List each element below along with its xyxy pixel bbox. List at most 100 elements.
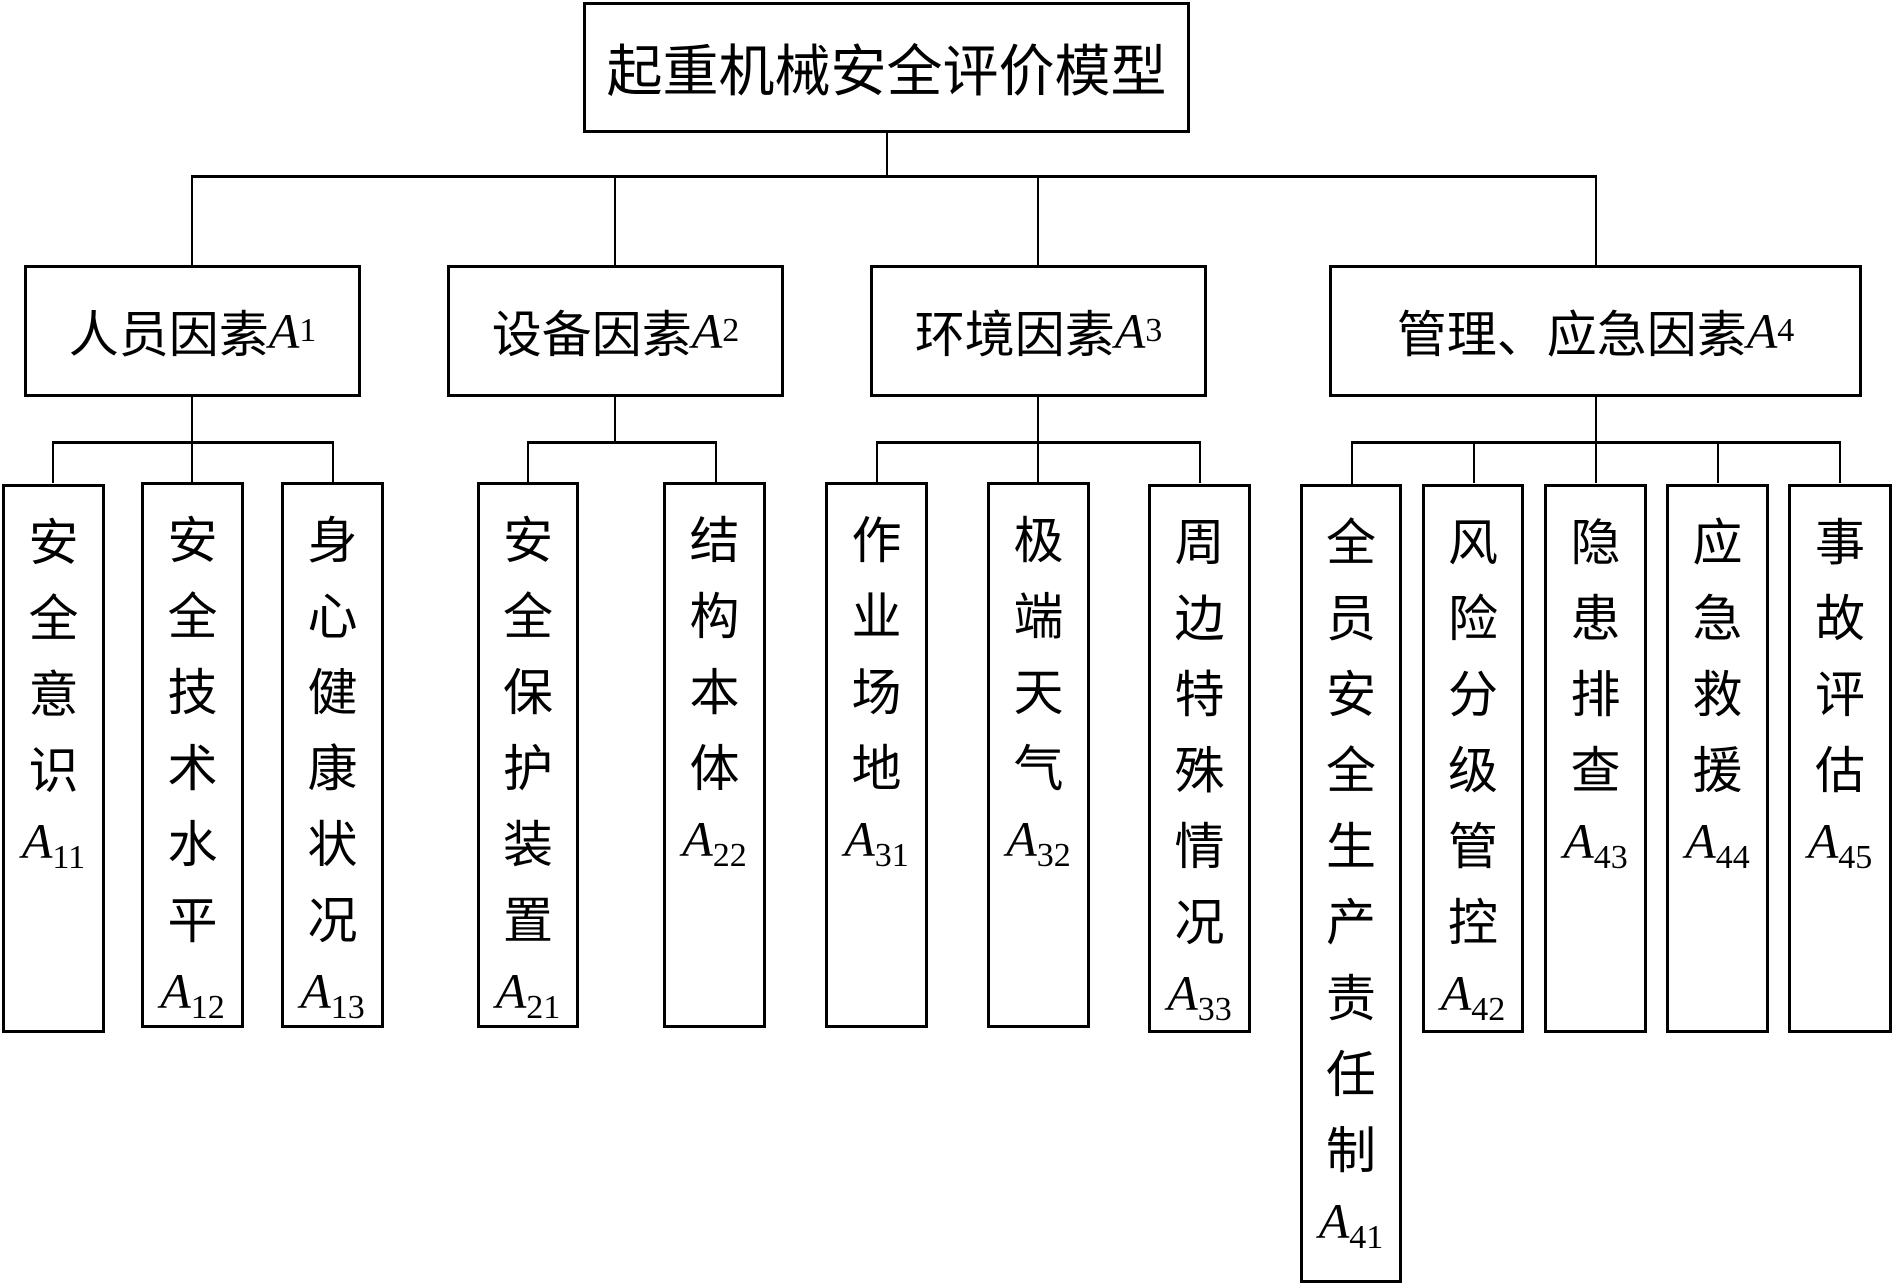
indicator-code-subscript: 22 bbox=[712, 837, 747, 874]
connector-to-a33 bbox=[1199, 441, 1201, 483]
indicator-label-char: 特 bbox=[1174, 666, 1225, 724]
indicator-code-subscript: 31 bbox=[874, 837, 909, 874]
indicator-code-subscript: 42 bbox=[1471, 991, 1506, 1028]
indicator-label-char: 护 bbox=[503, 740, 553, 798]
indicator-label-char: 全 bbox=[28, 590, 79, 648]
indicator-code-subscript: 12 bbox=[190, 989, 225, 1026]
indicator-code: A33 bbox=[1167, 963, 1232, 1040]
indicator-label-char: 患 bbox=[1570, 590, 1621, 648]
indicator-label-char: 级 bbox=[1448, 742, 1498, 800]
indicator-label-char: 故 bbox=[1815, 590, 1865, 648]
indicator-label-char: 控 bbox=[1448, 894, 1498, 952]
indicator-label-char: 分 bbox=[1448, 666, 1498, 724]
indicator-label-char: 本 bbox=[689, 664, 740, 722]
indicator-code-subscript: 44 bbox=[1715, 839, 1750, 876]
indicator-label-char: 业 bbox=[851, 588, 902, 646]
connector-to-a32 bbox=[1037, 441, 1039, 483]
indicator-label-char: 全 bbox=[503, 588, 553, 646]
indicator-label-char: 急 bbox=[1692, 590, 1743, 648]
indicator-code: A12 bbox=[160, 961, 225, 1038]
indicator-label-char: 健 bbox=[307, 664, 358, 722]
indicator-code-letter: A bbox=[1685, 813, 1716, 869]
indicator-label-char: 任 bbox=[1326, 1046, 1376, 1104]
indicator-label-char: 应 bbox=[1692, 514, 1743, 572]
indicator-code: A41 bbox=[1319, 1191, 1384, 1268]
indicator-code: A32 bbox=[1006, 809, 1071, 886]
indicator-label-char: 安 bbox=[1326, 666, 1376, 724]
connector-to-a22 bbox=[715, 441, 717, 483]
indicator-code-letter: A bbox=[1807, 813, 1839, 869]
indicator-code-subscript: 11 bbox=[52, 839, 86, 876]
connector-a2-down bbox=[614, 397, 616, 443]
indicator-code-letter: A bbox=[300, 963, 331, 1019]
indicator-label-char: 构 bbox=[689, 588, 740, 646]
connector-to-a31 bbox=[876, 441, 878, 483]
factor-code: A bbox=[1746, 303, 1778, 359]
indicator-code: A45 bbox=[1808, 811, 1873, 888]
indicator-label-char: 风 bbox=[1448, 514, 1498, 572]
connector-to-a45 bbox=[1839, 441, 1841, 483]
indicator-code-subscript: 41 bbox=[1349, 1219, 1384, 1256]
indicator-code: A31 bbox=[844, 809, 909, 886]
indicator-code: A21 bbox=[496, 961, 561, 1038]
indicator-code-subscript: 21 bbox=[526, 989, 561, 1026]
indicator-label-char: 身 bbox=[307, 512, 358, 570]
indicator-code-letter: A bbox=[160, 963, 191, 1019]
indicator-label-char: 责 bbox=[1326, 970, 1376, 1028]
indicator-label-char: 康 bbox=[307, 740, 358, 798]
connector-to-a41 bbox=[1351, 441, 1353, 484]
indicator-code-letter: A bbox=[21, 813, 53, 869]
connector-a4-down bbox=[1595, 397, 1597, 443]
indicator-label-char: 意 bbox=[28, 666, 79, 724]
indicator-label-char: 边 bbox=[1174, 590, 1225, 648]
factor-label: 设备因素 bbox=[491, 306, 692, 364]
connector-to-a44 bbox=[1717, 441, 1719, 483]
connector-to-a2 bbox=[614, 175, 616, 265]
indicator-label-char: 全 bbox=[1326, 514, 1376, 572]
indicator-label-char: 技 bbox=[167, 664, 218, 722]
factor-code-subscript: 4 bbox=[1777, 312, 1795, 349]
indicator-label-char: 生 bbox=[1326, 818, 1376, 876]
connector-to-a4 bbox=[1595, 175, 1597, 265]
indicator-label-char: 术 bbox=[167, 740, 218, 798]
indicator-code-letter: A bbox=[1006, 811, 1037, 867]
indicator-label-char: 安 bbox=[503, 512, 553, 570]
indicator-label-char: 全 bbox=[167, 588, 218, 646]
connector-to-a13 bbox=[332, 441, 334, 483]
factor-code: A bbox=[268, 303, 300, 359]
indicator-label-char: 评 bbox=[1815, 666, 1865, 724]
connector-level1-bus bbox=[191, 175, 1597, 178]
indicator-label-char: 保 bbox=[503, 664, 553, 722]
indicator-label-char: 事 bbox=[1815, 514, 1865, 572]
connector-to-a43 bbox=[1595, 441, 1597, 483]
indicator-code-subscript: 13 bbox=[330, 989, 365, 1026]
indicator-label-char: 作 bbox=[851, 512, 902, 570]
indicator-label-char: 极 bbox=[1013, 512, 1064, 570]
indicator-code-letter: A bbox=[1318, 1193, 1350, 1249]
connector-to-a42 bbox=[1473, 441, 1475, 483]
factor-label: 环境因素 bbox=[914, 306, 1115, 364]
connector-a2-bus bbox=[527, 441, 717, 444]
indicator-label-char: 端 bbox=[1013, 588, 1064, 646]
connector-a1-bus bbox=[52, 441, 334, 444]
indicator-label-char: 周 bbox=[1174, 514, 1225, 572]
root-label: 起重机械安全评价模型 bbox=[606, 40, 1167, 105]
connector-a3-down bbox=[1037, 397, 1039, 443]
indicator-code-letter: A bbox=[682, 811, 713, 867]
indicator-label-char: 场 bbox=[851, 664, 902, 722]
indicator-label-char: 安 bbox=[28, 514, 79, 572]
